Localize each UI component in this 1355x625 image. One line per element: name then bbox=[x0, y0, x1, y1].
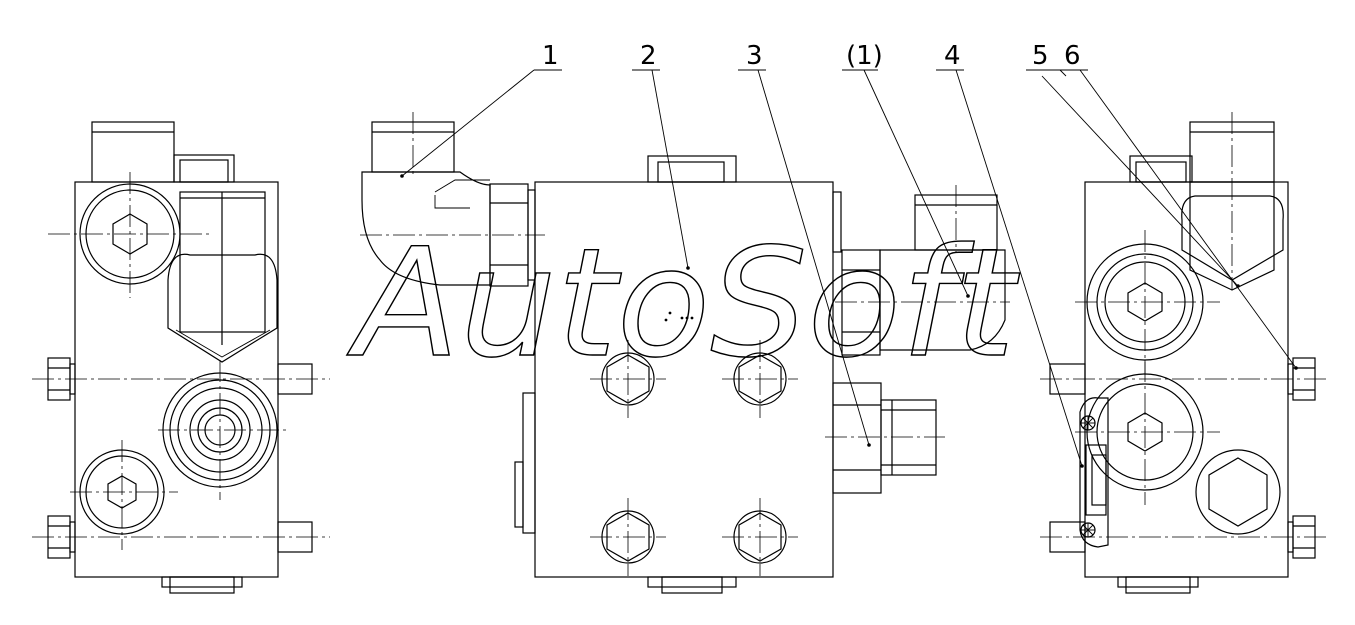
front-view bbox=[360, 112, 1010, 594]
watermark: AutoSoft bbox=[347, 217, 1020, 391]
right-side-view bbox=[1040, 112, 1330, 594]
svg-text:6: 6 bbox=[1064, 41, 1081, 71]
svg-text:2: 2 bbox=[640, 41, 657, 71]
callout-6: 6 bbox=[1060, 41, 1298, 370]
bolt-bottom-left bbox=[590, 498, 666, 576]
o-ring-bottom bbox=[1080, 522, 1096, 538]
callout-2: 2 bbox=[632, 41, 690, 270]
o-ring-top bbox=[1080, 415, 1096, 431]
callout-3: 3 bbox=[738, 41, 871, 447]
svg-text:4: 4 bbox=[944, 41, 961, 71]
callout-1-alt: (1) bbox=[842, 41, 970, 298]
bolt-bottom-right bbox=[722, 498, 798, 576]
svg-text:3: 3 bbox=[746, 41, 763, 71]
svg-text:1: 1 bbox=[542, 41, 559, 71]
bolt-top-right bbox=[722, 340, 798, 418]
svg-text:5: 5 bbox=[1032, 41, 1049, 71]
callout-5: 5 bbox=[1026, 41, 1240, 288]
bolt-top-left bbox=[590, 340, 666, 418]
callout-1: 1 bbox=[400, 41, 562, 178]
callout-4: 4 bbox=[936, 41, 1084, 468]
callouts: 1 2 3 (1) 4 bbox=[400, 41, 1298, 468]
left-side-view bbox=[32, 121, 330, 594]
svg-text:(1): (1) bbox=[846, 41, 883, 71]
